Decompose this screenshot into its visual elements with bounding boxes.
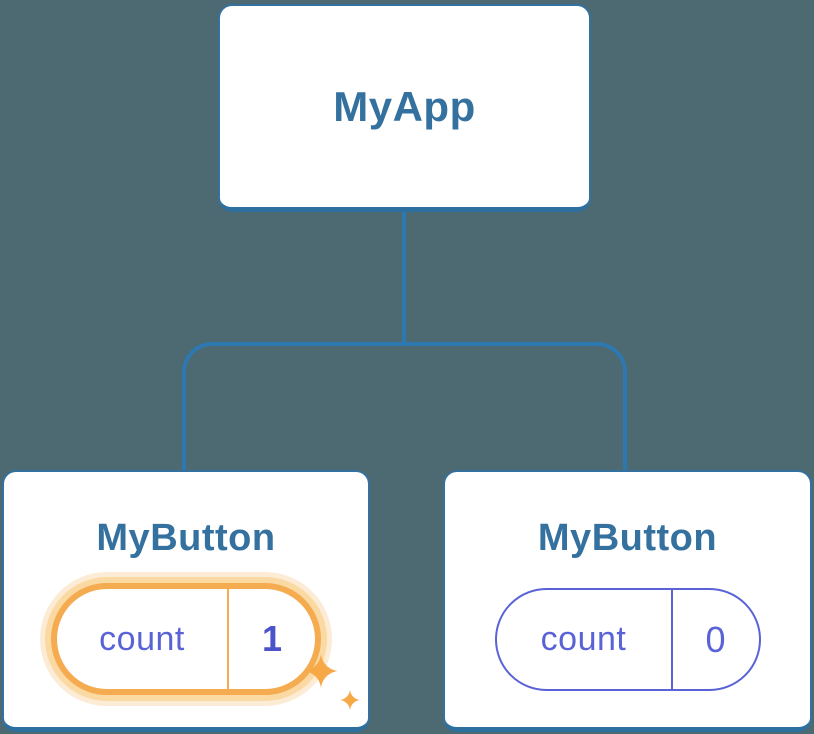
state-key-label: count (540, 620, 627, 658)
state-pill-area: count 1 (4, 562, 368, 710)
state-value: 0 (705, 618, 726, 660)
root-component-label: MyApp (333, 82, 476, 130)
state-key-label: count (99, 619, 185, 658)
pill-divider (670, 590, 673, 689)
connector-branch-bracket (182, 342, 627, 470)
root-component-card: MyApp (218, 4, 591, 212)
connector-trunk-line (402, 211, 406, 346)
pill-divider (227, 589, 229, 689)
state-pill-highlighted: count 1 (51, 583, 321, 695)
state-pill: count 0 (494, 588, 761, 691)
state-pill-area: count 0 (445, 562, 810, 691)
child-component-card-updated: MyButton count 1 (2, 470, 370, 732)
child-component-card: MyButton count 0 (443, 470, 812, 732)
child-component-label: MyButton (96, 517, 276, 559)
state-value: 1 (261, 618, 283, 659)
child-component-label: MyButton (537, 517, 718, 559)
